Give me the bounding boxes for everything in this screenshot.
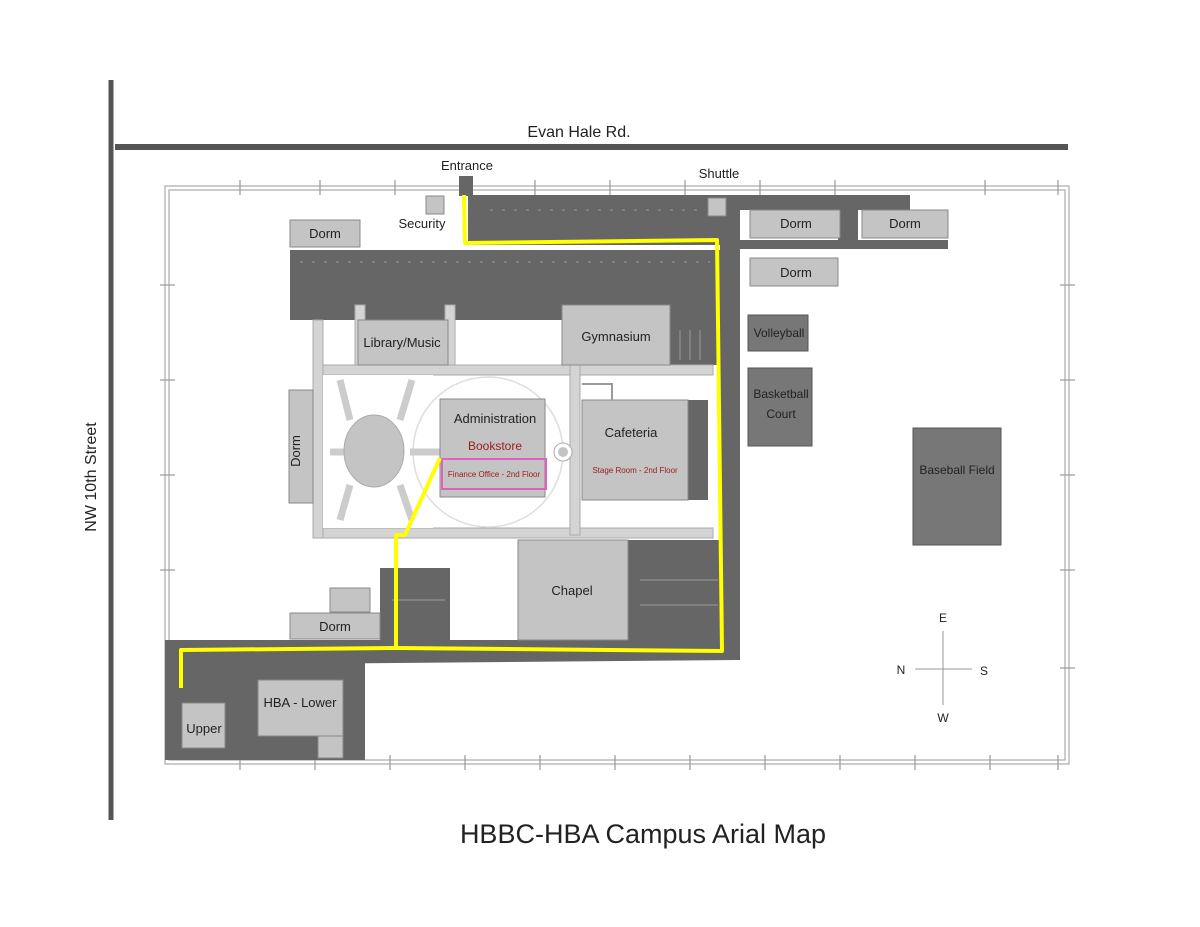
bookstore-label: Bookstore bbox=[468, 439, 522, 453]
stage-room-label: Stage Room - 2nd Floor bbox=[592, 466, 678, 475]
dorm-southwest bbox=[289, 612, 381, 640]
upper-building bbox=[181, 702, 226, 749]
gymnasium-building bbox=[561, 304, 671, 366]
nw-10th-street-label: NW 10th Street bbox=[83, 422, 100, 532]
security-label: Security bbox=[399, 216, 446, 231]
finance-office-label: Finance Office - 2nd Floor bbox=[448, 470, 541, 479]
compass-east-label: E bbox=[939, 611, 947, 625]
dorm-northwest bbox=[289, 219, 361, 248]
route-path bbox=[179, 194, 724, 688]
gymnasium-label: Gymnasium bbox=[581, 329, 650, 344]
finance-office-highlight bbox=[441, 458, 547, 490]
dorm-northeast-2-label: Dorm bbox=[889, 216, 921, 231]
dorm-northeast-3-label: Dorm bbox=[780, 265, 812, 280]
compass-north-label: N bbox=[897, 663, 906, 677]
dorm-west-label: Dorm bbox=[288, 435, 303, 467]
dorm-northeast-2 bbox=[861, 209, 949, 239]
route-branch bbox=[394, 457, 442, 648]
compass-south-label: S bbox=[980, 664, 988, 678]
compass-west-label: W bbox=[937, 711, 949, 725]
map-title: HBBC-HBA Campus Arial Map bbox=[460, 819, 826, 849]
basketball-label-line2: Court bbox=[766, 407, 796, 421]
volleyball-label: Volleyball bbox=[754, 326, 805, 340]
hba-lower-building bbox=[257, 679, 344, 737]
dorm-southwest-label: Dorm bbox=[319, 619, 351, 634]
hba-lower-label: HBA - Lower bbox=[264, 695, 338, 710]
entrance-label: Entrance bbox=[441, 158, 493, 173]
library-building bbox=[357, 319, 449, 366]
basketball-label-line1: Basketball bbox=[753, 387, 808, 401]
shuttle-stop bbox=[707, 197, 727, 217]
dorm-southwest-annex bbox=[329, 587, 371, 613]
evan-hale-road-label: Evan Hale Rd. bbox=[527, 124, 630, 141]
dorm-northeast-1 bbox=[749, 209, 841, 239]
basketball-court bbox=[747, 367, 813, 447]
compass-rose bbox=[915, 631, 972, 705]
baseball-field-label: Baseball Field bbox=[919, 463, 994, 477]
upper-label: Upper bbox=[186, 721, 222, 736]
dorm-northwest-label: Dorm bbox=[309, 226, 341, 241]
library-label: Library/Music bbox=[363, 335, 441, 350]
cafeteria-outline bbox=[582, 383, 613, 400]
shuttle-label: Shuttle bbox=[699, 166, 739, 181]
cafeteria-building bbox=[581, 399, 689, 501]
dorm-northeast-1-label: Dorm bbox=[780, 216, 812, 231]
buildings bbox=[181, 195, 949, 759]
volleyball-court bbox=[747, 314, 809, 352]
baseball-field bbox=[912, 427, 1002, 546]
hba-lower-annex bbox=[317, 735, 344, 759]
cafeteria-label: Cafeteria bbox=[605, 425, 659, 440]
administration-label: Administration bbox=[454, 411, 536, 426]
dorm-west bbox=[288, 389, 314, 504]
plaza bbox=[323, 375, 573, 528]
security-building bbox=[425, 195, 445, 215]
chapel-building bbox=[517, 539, 629, 641]
chapel-label: Chapel bbox=[551, 583, 592, 598]
parking-stripes bbox=[300, 209, 718, 606]
dorm-northeast-3 bbox=[749, 257, 839, 287]
campus-fence bbox=[160, 180, 1075, 770]
administration-building bbox=[439, 398, 546, 498]
sports-fields bbox=[747, 314, 1002, 546]
